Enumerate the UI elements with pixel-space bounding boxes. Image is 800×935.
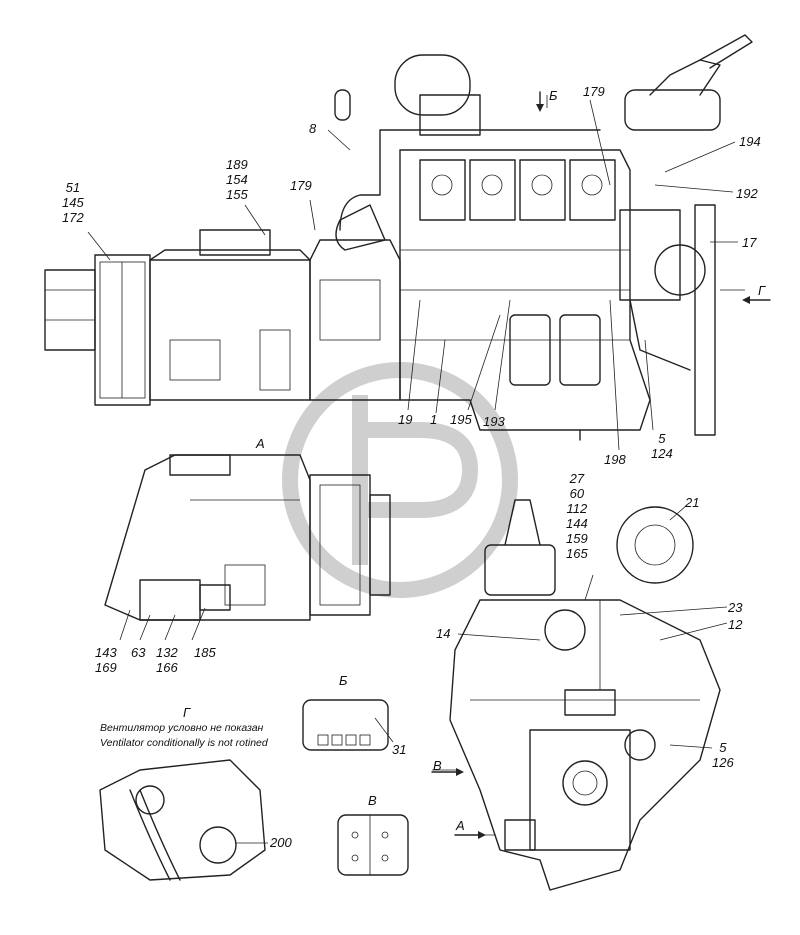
- view-a-gearbox: [104, 454, 391, 621]
- leader-lines-front: [432, 504, 728, 836]
- callout-193: 193: [483, 414, 505, 429]
- callout-12: 12: [728, 617, 743, 632]
- callout-21: 21: [685, 495, 700, 510]
- callout-179-left: 179: [290, 178, 312, 193]
- callout-200: 200: [270, 835, 292, 850]
- note-russian: Вентилятор условно не показан: [100, 722, 264, 734]
- view-title-g: Г: [183, 705, 191, 720]
- view-g-detail: [99, 759, 268, 881]
- callout-8: 8: [309, 121, 317, 136]
- callout-194: 194: [739, 134, 761, 149]
- callout-31: 31: [392, 742, 407, 757]
- watermark-logo: [282, 362, 518, 598]
- callout-192: 192: [736, 186, 758, 201]
- view-marker-b-top: Б: [549, 88, 558, 103]
- view-marker-a-arrow: А: [456, 818, 465, 833]
- callout-19: 19: [398, 412, 413, 427]
- callout-1: 1: [430, 412, 438, 427]
- view-title-b: Б: [339, 673, 348, 688]
- view-marker-v-arrow: В: [433, 758, 442, 773]
- view-marker-g-side: Г: [758, 283, 766, 298]
- callout-17: 17: [742, 235, 757, 250]
- note-english: Ventilator conditionally is not rotined: [100, 737, 268, 749]
- leader-lines-view-a: [119, 607, 206, 641]
- view-b-detail: [302, 699, 394, 751]
- callout-63: 63: [131, 645, 146, 660]
- callout-185: 185: [194, 645, 216, 660]
- leader-lines-main: [87, 95, 745, 451]
- engine-side-view: [44, 34, 753, 441]
- callout-179-right: 179: [583, 84, 605, 99]
- callout-195: 195: [450, 412, 472, 427]
- view-title-a: А: [256, 436, 265, 451]
- engine-front-view: [449, 499, 721, 891]
- callout-14: 14: [436, 626, 451, 641]
- direction-arrows: [431, 91, 771, 839]
- view-title-v: В: [368, 793, 377, 808]
- view-v-detail: [337, 814, 409, 876]
- callout-23: 23: [728, 600, 743, 615]
- callout-198: 198: [604, 452, 626, 467]
